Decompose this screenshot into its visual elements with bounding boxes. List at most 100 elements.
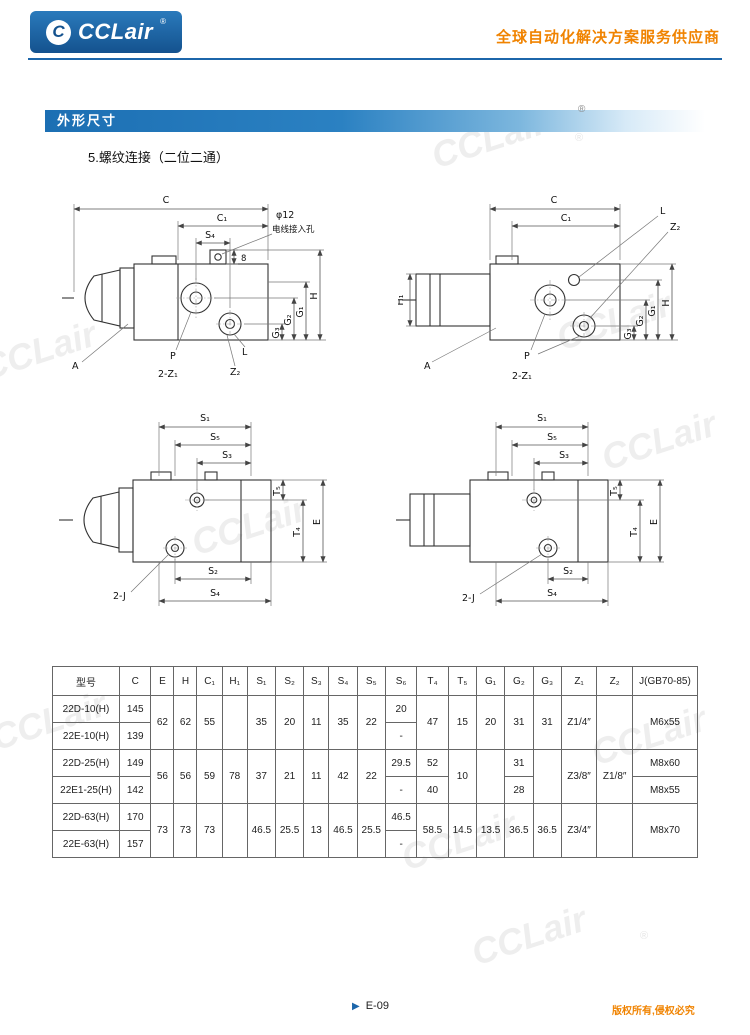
table-cell: 42	[328, 749, 358, 804]
table-cell: 25.5	[274, 803, 305, 858]
dim-label-s4: S₄	[205, 230, 215, 241]
dim-label-s2: S₂	[208, 566, 218, 577]
col-header: C₁	[196, 666, 223, 696]
model-cell: 22D-10(H)	[52, 695, 120, 723]
table-cell: 36.5	[504, 803, 534, 858]
company-tagline: 全球自动化解决方案服务供应商	[495, 29, 720, 46]
table-cell: 56	[173, 749, 198, 804]
table-cell: 55	[196, 695, 223, 750]
col-header: S₄	[328, 666, 358, 696]
registered-mark-icon: ®	[578, 104, 586, 115]
dim-label-t5: T₅	[272, 486, 283, 497]
dim-label-s1: S₁	[537, 413, 547, 424]
dim-label-phi12: φ12	[276, 210, 294, 221]
table-cell: -	[384, 722, 418, 750]
model-cell: 22E1-25(H)	[52, 776, 120, 804]
label-2-z1: 2-Z₁	[512, 371, 532, 382]
registered-mark-icon: ®	[160, 17, 167, 26]
col-header: Z₁	[560, 666, 598, 696]
col-header: G₂	[504, 666, 534, 696]
table-cell: 28	[504, 776, 534, 804]
dim-label-s3: S₃	[222, 450, 232, 461]
page-arrow-icon: ▶	[352, 1001, 360, 1012]
table-cell	[532, 749, 562, 804]
dim-label-t4: T₄	[629, 527, 640, 538]
table-cell: 22	[356, 749, 386, 804]
model-cell: 22E-10(H)	[52, 722, 120, 750]
table-cell: M8x55	[631, 776, 699, 804]
drawing-front-view-e-type: C C₁ L Z₂ H₁ G₃ G₂ G₁ H A P 2-Z₁	[398, 195, 681, 382]
table-cell: 62	[150, 695, 175, 750]
table-cell: 35	[246, 695, 276, 750]
table-cell: 29.5	[384, 749, 418, 777]
table-cell	[596, 695, 633, 750]
label-port-l: L	[660, 206, 666, 217]
label-cable-entry-hole: 电线接入孔	[272, 224, 315, 235]
label-z2: Z₂	[670, 222, 681, 233]
table-cell: 20	[475, 695, 506, 750]
label-2-j: 2-J	[113, 591, 126, 602]
col-header: S₆	[384, 666, 418, 696]
table-cell: 58.5	[416, 803, 449, 858]
dim-label-e: E	[312, 519, 323, 525]
table-cell	[221, 803, 248, 858]
table-cell: 20	[384, 695, 418, 723]
table-cell: 46.5	[328, 803, 358, 858]
model-cell: 22D-25(H)	[52, 749, 120, 777]
table-cell: 35	[328, 695, 358, 750]
col-header: Z₂	[596, 666, 633, 696]
dim-label-s2: S₂	[563, 566, 573, 577]
port-p-circle	[180, 282, 212, 314]
table-cell: 15	[447, 695, 477, 750]
section-title-bar: 外形尺寸	[45, 110, 705, 132]
dim-label-c: C	[163, 195, 170, 206]
table-cell: 78	[221, 749, 248, 804]
col-header: T₅	[447, 666, 477, 696]
table-cell: 37	[246, 749, 276, 804]
table-cell: 36.5	[532, 803, 562, 858]
label-2-z1: 2-Z₁	[158, 369, 178, 380]
col-header: S₂	[274, 666, 305, 696]
watermark-reg: ®	[640, 930, 649, 942]
table-cell: 47	[416, 695, 449, 750]
dim-label-s5: S₅	[210, 432, 220, 443]
dim-label-g1: G₁	[647, 305, 658, 316]
col-header: S₃	[303, 666, 330, 696]
table-cell: 52	[416, 749, 449, 777]
dim-label-s5: S₅	[547, 432, 557, 443]
page-number-text: E-09	[365, 1000, 389, 1012]
table-cell: 145	[118, 695, 152, 723]
dim-label-c1: C₁	[561, 213, 572, 224]
table-cell	[221, 695, 248, 750]
dim-label-s3: S₃	[559, 450, 569, 461]
table-row: 22E-63(H)157-	[52, 830, 698, 858]
col-header: E	[150, 666, 175, 696]
col-header: H₁	[221, 666, 248, 696]
table-cell: 10	[447, 749, 477, 804]
figure-subtitle: 5.螺纹连接（二位二通）	[88, 150, 229, 165]
dim-label-e: E	[649, 519, 660, 525]
table-cell: 149	[118, 749, 152, 777]
header-divider	[28, 58, 722, 60]
dim-label-s1: S₁	[200, 413, 210, 424]
table-cell: 142	[118, 776, 152, 804]
table-cell: 73	[173, 803, 198, 858]
drawing-top-view-e-type: S₁ S₅ S₃ T₅ T₄ E 2-J S₂ S₄	[396, 413, 664, 606]
table-cell: M8x70	[631, 803, 699, 858]
dim-label-g2: G₂	[635, 315, 646, 326]
dim-label-8: 8	[241, 254, 246, 264]
table-cell: 62	[173, 695, 198, 750]
label-2-j: 2-J	[462, 593, 475, 604]
model-cell: 22E-63(H)	[52, 830, 120, 858]
table-cell: Z1/4″	[560, 695, 598, 750]
drawing-front-view-d-type: C C₁ S₄ φ12 电线接入孔 8 G₃ G₂ G₁ H A	[62, 195, 326, 380]
dim-label-t4: T₄	[292, 527, 303, 538]
dim-label-s4: S₄	[547, 588, 557, 599]
dim-label-c: C	[551, 195, 558, 206]
table-cell: Z3/8″	[560, 749, 598, 804]
table-cell: M6x55	[631, 695, 699, 750]
col-header: 型号	[52, 666, 120, 696]
table-cell: -	[384, 830, 418, 858]
dim-label-h1: H₁	[398, 294, 406, 305]
